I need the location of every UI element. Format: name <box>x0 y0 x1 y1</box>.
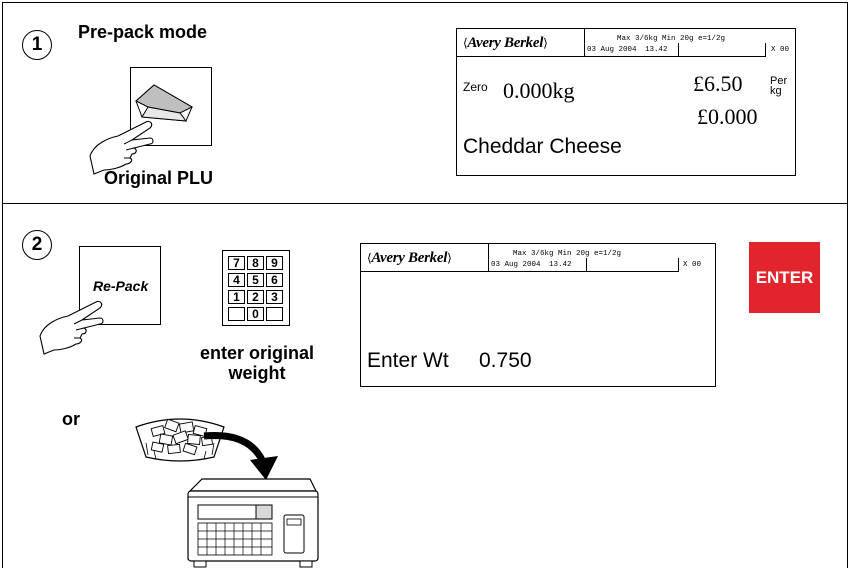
keypad-caption: enter original weight <box>172 343 342 383</box>
key-blank-right[interactable] <box>266 307 283 321</box>
or-label: or <box>62 409 80 430</box>
original-plu-caption: Original PLU <box>104 168 213 189</box>
step-1-title: Pre-pack mode <box>78 22 207 43</box>
display-1-brand: ⟨Avery Berkel⟩ <box>457 29 585 57</box>
key-6[interactable]: 6 <box>266 273 283 287</box>
display-1-spec: Max 3/6kg Min 20g e=1/2g <box>617 35 725 43</box>
display-2-date: 03 Aug 2004 <box>491 261 541 269</box>
display-1-product: Cheddar Cheese <box>463 135 622 159</box>
scale-display-2: ⟨Avery Berkel⟩ Max 3/6kg Min 20g e=1/2g … <box>360 243 716 387</box>
key-8[interactable]: 8 <box>247 256 264 270</box>
display-1-date: 03 Aug 2004 <box>587 46 637 54</box>
key-2[interactable]: 2 <box>247 290 264 304</box>
display-2-time: 13.42 <box>549 261 572 269</box>
key-9[interactable]: 9 <box>266 256 283 270</box>
key-5[interactable]: 5 <box>247 273 264 287</box>
scale-display-1: ⟨Avery Berkel⟩ Max 3/6kg Min 20g e=1/2g … <box>456 28 796 176</box>
key-0[interactable]: 0 <box>247 307 264 321</box>
display-2-counter: X 00 <box>683 261 701 269</box>
display-2-spec: Max 3/6kg Min 20g e=1/2g <box>513 250 621 258</box>
key-blank-left[interactable] <box>228 307 245 321</box>
display-2-brand: ⟨Avery Berkel⟩ <box>361 244 489 272</box>
enter-button[interactable]: ENTER <box>749 242 820 313</box>
key-1[interactable]: 1 <box>228 290 245 304</box>
display-1-total: £0.000 <box>697 104 758 130</box>
step-1-number: 1 <box>22 30 52 60</box>
pointing-hand-icon <box>30 290 120 360</box>
numeric-keypad-icon[interactable]: 7 8 9 4 5 6 1 2 3 0 <box>222 250 290 326</box>
display-2-value: 0.750 <box>479 349 532 373</box>
display-2-prompt: Enter Wt <box>367 349 449 373</box>
display-1-time: 13.42 <box>645 46 668 54</box>
key-7[interactable]: 7 <box>228 256 245 270</box>
display-1-weight: 0.000kg <box>503 78 575 104</box>
step-divider <box>2 203 848 204</box>
step-2-number: 2 <box>22 230 52 260</box>
display-1-counter: X 00 <box>771 46 789 54</box>
display-1-zero-label: Zero <box>463 80 488 94</box>
key-3[interactable]: 3 <box>266 290 283 304</box>
display-1-unit-price: £6.50 <box>693 71 743 97</box>
key-4[interactable]: 4 <box>228 273 245 287</box>
scale-icon <box>184 475 322 569</box>
